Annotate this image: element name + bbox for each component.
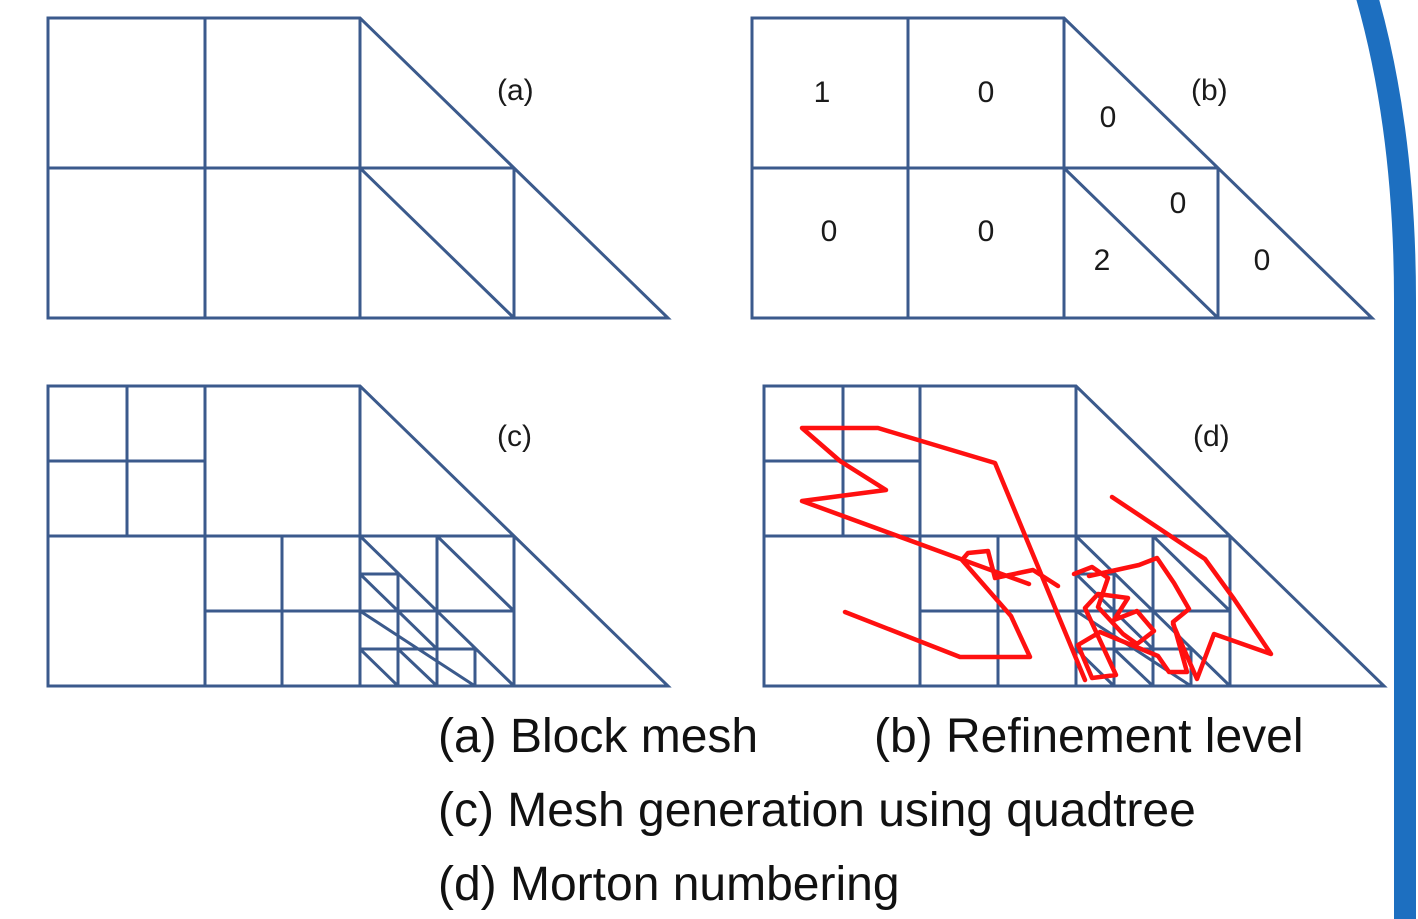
level-value: 2 xyxy=(1094,244,1111,277)
caption-line-3: (d) Morton numbering xyxy=(438,858,900,911)
figure-caption: (a) Block mesh (b) Refinement level (c) … xyxy=(438,710,1304,911)
level-value: 0 xyxy=(821,215,838,248)
level-value: 0 xyxy=(1254,244,1271,277)
panel-c-outline xyxy=(46,384,672,688)
panel-b-label: (b) xyxy=(1191,74,1228,107)
level-value: 0 xyxy=(978,76,995,109)
panel-c-quadtree-mesh: (c) xyxy=(46,384,672,688)
panel-d-morton-numbering: (d) xyxy=(762,384,1388,688)
panel-a-label: (a) xyxy=(497,74,534,107)
caption-line-1b: (b) Refinement level xyxy=(874,710,1304,763)
level-value: 0 xyxy=(1100,101,1117,134)
level-value: 0 xyxy=(1170,187,1187,220)
panel-c-grid xyxy=(48,386,516,688)
panel-b-outline xyxy=(750,16,1376,320)
level-value: 1 xyxy=(814,76,831,109)
panel-d-outline xyxy=(762,384,1388,688)
morton-curve-path xyxy=(799,425,1274,683)
frame-border-arc xyxy=(1356,0,1416,919)
caption-line-1a: (a) Block mesh xyxy=(438,710,758,763)
panel-a-grid xyxy=(48,18,516,320)
panel-a-block-mesh: (a) xyxy=(46,16,672,320)
caption-line-2: (c) Mesh generation using quadtree xyxy=(438,784,1196,837)
panel-b-refinement-level: (b) 1 0 0 0 0 0 2 0 xyxy=(750,16,1376,320)
panel-d-grid xyxy=(764,386,1232,688)
level-value: 0 xyxy=(978,215,995,248)
panel-c-label: (c) xyxy=(497,420,532,453)
panel-b-grid xyxy=(752,18,1220,320)
panel-d-label: (d) xyxy=(1193,420,1230,453)
panel-a-outline xyxy=(46,16,672,320)
